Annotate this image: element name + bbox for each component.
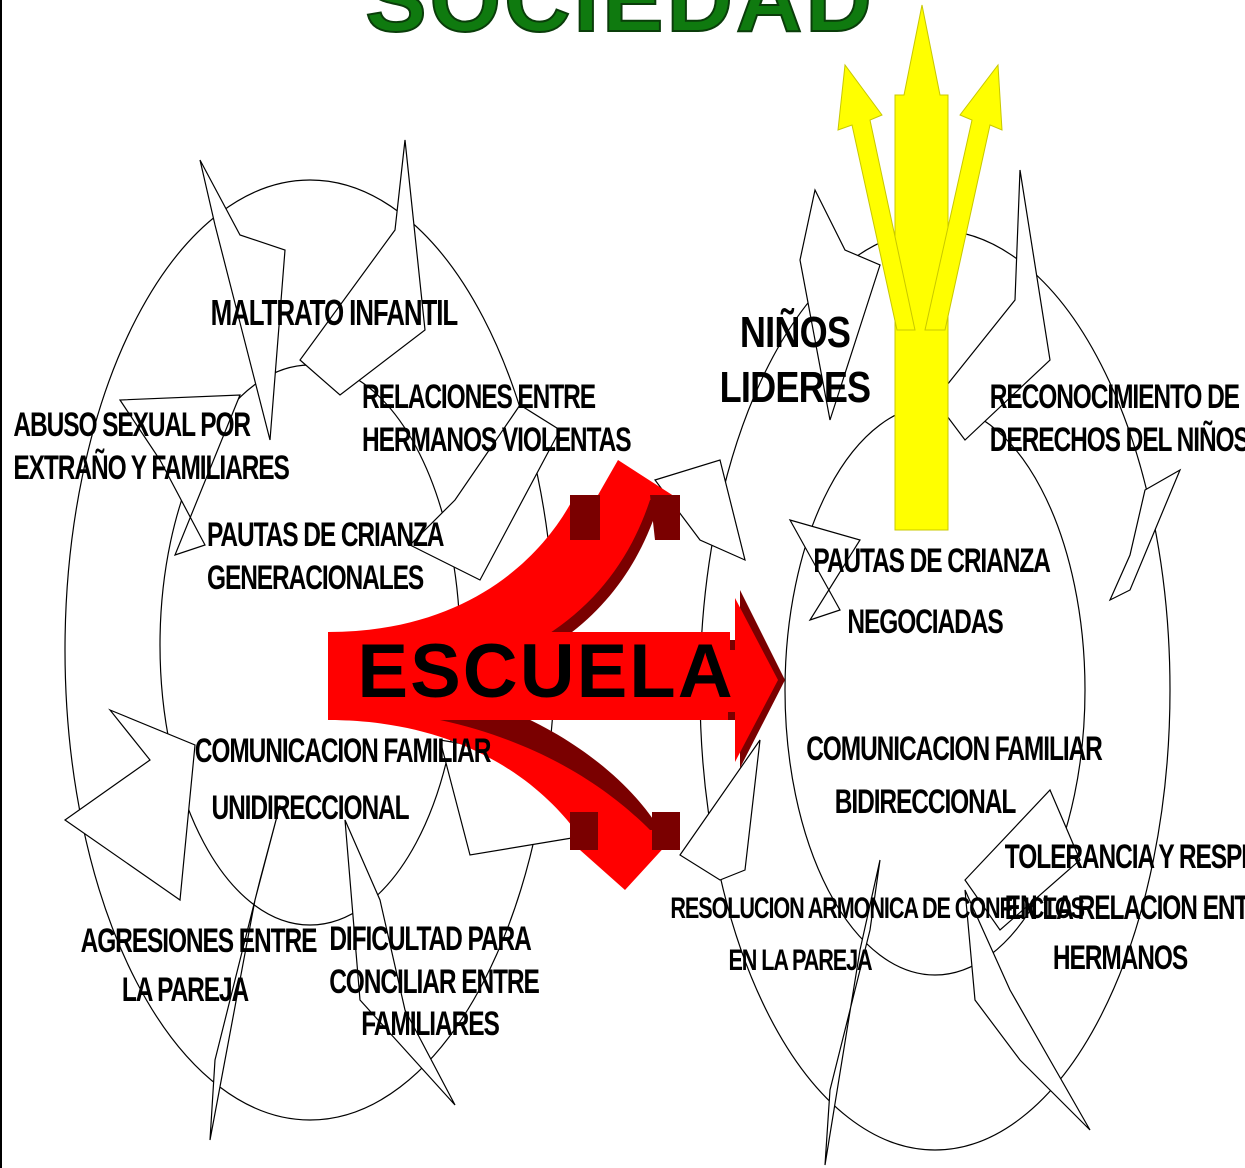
- right-label-pautas-negociadas: PAUTAS DE CRIANZA NEGOCIADAS: [813, 542, 1050, 641]
- left-label-agresiones-pareja: AGRESIONES ENTRE LA PAREJA: [80, 922, 318, 1009]
- red-arrow-body: [328, 460, 730, 680]
- left-label-comunicacion-unidireccional: COMUNICACION FAMILIAR UNIDIRECCIONAL: [194, 732, 492, 827]
- right-cycle-arrow-left: [654, 459, 746, 562]
- left-cycle-arrow-left: [118, 394, 241, 556]
- red-arrow-right-head: [720, 598, 778, 762]
- red-arrow-top-tip-shadow-2: [650, 495, 680, 540]
- red-arrow-top-tip-shadow: [570, 495, 600, 540]
- right-label-tolerancia-respeto: TOLERANCIA Y RESPETO EN LA RELACION ENTR…: [1004, 838, 1245, 977]
- left-cycle-arrow-bottom: [209, 804, 281, 1141]
- left-label-abuso-sexual: ABUSO SEXUAL POR EXTRAÑO Y FAMILIARES: [13, 406, 289, 487]
- escuela-label: ESCUELA: [357, 629, 735, 714]
- right-cycle-arrow-lower-right: [964, 788, 1081, 931]
- left-cycle: [63, 139, 591, 1141]
- page-title: SOCIEDAD: [364, 0, 875, 52]
- right-cycle-arrow-right: [1108, 468, 1182, 602]
- right-label-comunicacion-bidireccional: COMUNICACION FAMILIAR BIDIRECCIONAL: [806, 730, 1103, 821]
- left-cycle-arrow-right: [408, 404, 561, 581]
- right-label-reconocimiento-derechos: RECONOCIMIENTO DE LOS DERECHOS DEL NIÑOS: [989, 378, 1245, 459]
- red-arrow-bottom-tip-shadow-2: [652, 812, 680, 850]
- right-cycle-arrow-upper-right: [934, 169, 1051, 441]
- red-arrow-bottom-tip-shadow: [570, 812, 598, 850]
- left-cycle-arrow-top: [199, 159, 286, 441]
- left-label-maltrato: MALTRATO INFANTIL: [210, 292, 459, 333]
- left-label-pautas-generacionales: PAUTAS DE CRIANZA GENERACIONALES: [207, 516, 444, 597]
- left-border-line: [0, 0, 2, 1168]
- left-cycle-arrow-lower-left: [63, 708, 196, 902]
- right-cycle-arrow-bottom-right: [964, 889, 1091, 1131]
- left-label-relaciones-hermanos: RELACIONES ENTRE HERMANOS VIOLENTAS: [362, 378, 632, 459]
- red-arrow-center-band: [328, 632, 728, 720]
- right-label-resolucion-conflictos: RESOLUCION ARMONICA DE CONFLICTOS EN LA …: [670, 892, 1085, 977]
- left-label-dificultad-conciliar: DIFICULTAD PARA CONCILIAR ENTRE FAMILIAR…: [329, 920, 540, 1043]
- red-escuela-arrow: [328, 460, 785, 890]
- right-cycle-arrow-lower-left: [679, 739, 761, 881]
- right-cycle-arrow-top: [799, 188, 881, 421]
- right-cycle-arrow-inner: [788, 519, 861, 622]
- right-cycle-arrow-bottom: [824, 859, 881, 1166]
- left-cycle-arrow-upper-right: [299, 139, 426, 396]
- right-label-ninos-lideres: NIÑOS LIDERES: [719, 308, 871, 412]
- yellow-trident-arrow: [837, 4, 1003, 531]
- left-cycle-arrow-bottom-right: [344, 819, 456, 1106]
- right-cycle: [654, 169, 1182, 1166]
